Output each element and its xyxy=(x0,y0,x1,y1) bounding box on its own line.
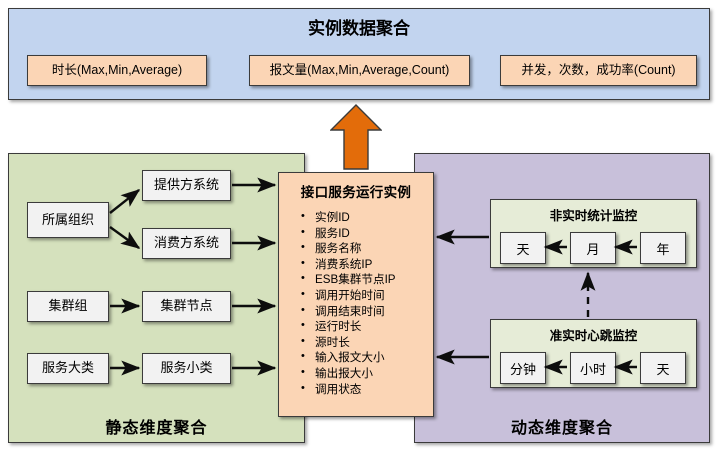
node-owning-organization: 所属组织 xyxy=(27,202,109,238)
field-item: 源时长 xyxy=(301,334,433,351)
unit-box-day: 天 xyxy=(500,232,546,264)
group-near-realtime-heartbeat: 准实时心跳监控 分钟 小时 天 xyxy=(490,319,697,388)
node-service-major-category: 服务大类 xyxy=(27,353,109,384)
unit-box-month: 月 xyxy=(570,232,616,264)
field-item: 消费系统IP xyxy=(301,256,433,273)
unit-box-minute: 分钟 xyxy=(500,352,546,384)
aggregation-up-arrow-icon xyxy=(329,104,383,170)
node-provider-system: 提供方系统 xyxy=(142,170,231,201)
field-item: 服务名称 xyxy=(301,240,433,257)
unit-box-day-2: 天 xyxy=(640,352,686,384)
group-title-non-realtime: 非实时统计监控 xyxy=(549,209,638,223)
dynamic-dimension-panel xyxy=(414,153,710,443)
top-panel-title: 实例数据聚合 xyxy=(308,19,410,38)
center-field-list: 实例ID 服务ID 服务名称 消费系统IP ESB集群节点IP 调用开始时间 调… xyxy=(279,209,433,398)
field-item: 服务ID xyxy=(301,225,433,242)
node-service-minor-category: 服务小类 xyxy=(142,353,231,384)
field-item: 输出报大小 xyxy=(301,365,433,382)
group-title-near-realtime: 准实时心跳监控 xyxy=(549,329,638,343)
node-cluster-node: 集群节点 xyxy=(142,291,231,322)
metric-box-message-volume: 报文量(Max,Min,Average,Count) xyxy=(249,55,470,86)
field-item: 调用开始时间 xyxy=(301,287,433,304)
dynamic-dimension-panel-label: 动态维度聚合 xyxy=(510,420,613,437)
unit-box-year: 年 xyxy=(640,232,686,264)
static-dimension-panel-label: 静态维度聚合 xyxy=(105,420,208,437)
node-cluster-group: 集群组 xyxy=(27,291,109,322)
field-item: ESB集群节点IP xyxy=(301,271,433,288)
metric-box-concurrency: 并发，次数，成功率(Count) xyxy=(500,55,697,86)
field-item: 调用状态 xyxy=(301,381,433,398)
metric-box-duration: 时长(Max,Min,Average) xyxy=(27,55,207,86)
field-item: 调用结束时间 xyxy=(301,303,433,320)
node-consumer-system: 消费方系统 xyxy=(142,228,231,259)
unit-box-hour: 小时 xyxy=(570,352,616,384)
interface-service-runtime-instance-box: 接口服务运行实例 实例ID 服务ID 服务名称 消费系统IP ESB集群节点IP… xyxy=(278,172,434,417)
field-item: 输入报文大小 xyxy=(301,349,433,366)
field-item: 实例ID xyxy=(301,209,433,226)
group-non-realtime-statistics: 非实时统计监控 天 月 年 xyxy=(490,199,697,268)
field-item: 运行时长 xyxy=(301,318,433,335)
center-box-title: 接口服务运行实例 xyxy=(300,185,412,200)
